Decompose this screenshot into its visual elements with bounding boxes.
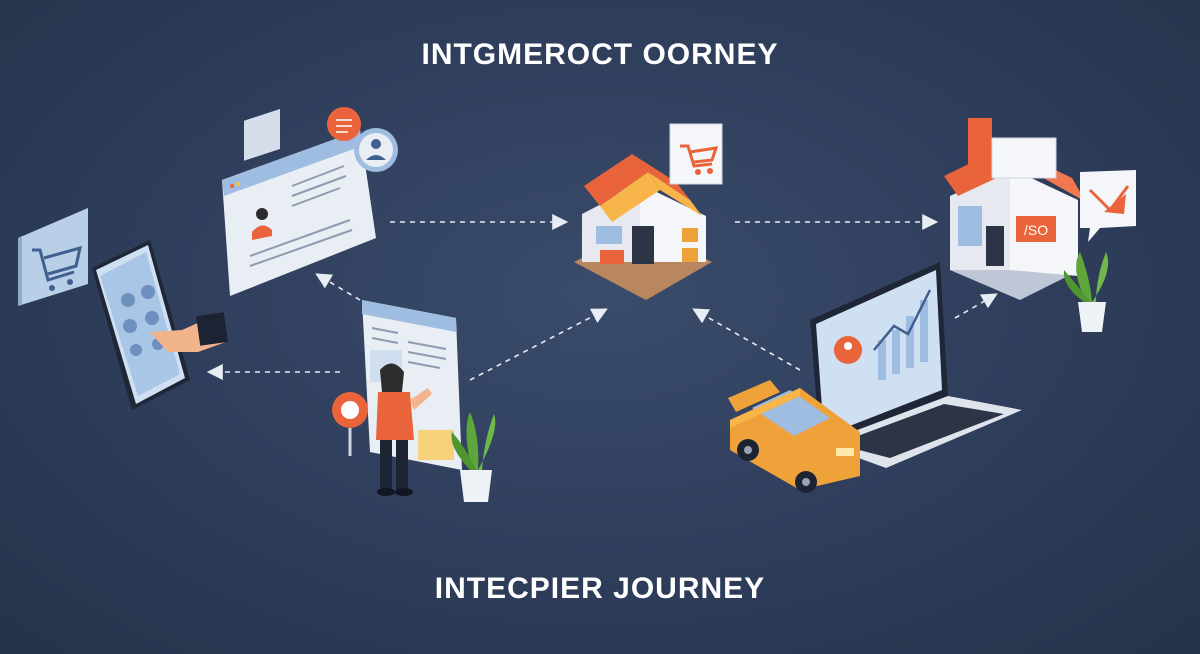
web-profile-icon bbox=[222, 109, 376, 296]
svg-text:/SO: /SO bbox=[1024, 222, 1048, 238]
smartphone-icon bbox=[92, 240, 228, 410]
arrow-laptop-to-store bbox=[692, 308, 801, 371]
arrow-document-to-store bbox=[469, 308, 608, 381]
chart-bubble-icon bbox=[1080, 170, 1136, 242]
store-cart-sign-icon bbox=[669, 123, 723, 185]
shopping-cart-icon bbox=[18, 208, 88, 306]
arrow-laptop-to-storefront bbox=[954, 293, 998, 319]
storefront-icon: /SO bbox=[944, 118, 1086, 300]
laptop-analytics-icon bbox=[810, 262, 1022, 468]
arrow-document-to-profile bbox=[315, 273, 361, 301]
journey-arrows bbox=[206, 214, 998, 381]
woman-figure-icon bbox=[376, 363, 432, 496]
document-panel-icon bbox=[362, 300, 462, 470]
bottom-title: INTECPIER JOURNEY bbox=[434, 572, 766, 605]
potted-plant-icon bbox=[451, 412, 496, 502]
potted-plant-icon bbox=[1063, 252, 1109, 332]
notification-badge-icon bbox=[327, 107, 361, 141]
user-avatar-icon bbox=[354, 128, 398, 172]
top-title: INTGMEROCT OORNEY bbox=[421, 38, 779, 71]
store-icon bbox=[574, 154, 712, 300]
car-icon bbox=[728, 380, 860, 493]
location-pin-icon bbox=[332, 392, 368, 456]
